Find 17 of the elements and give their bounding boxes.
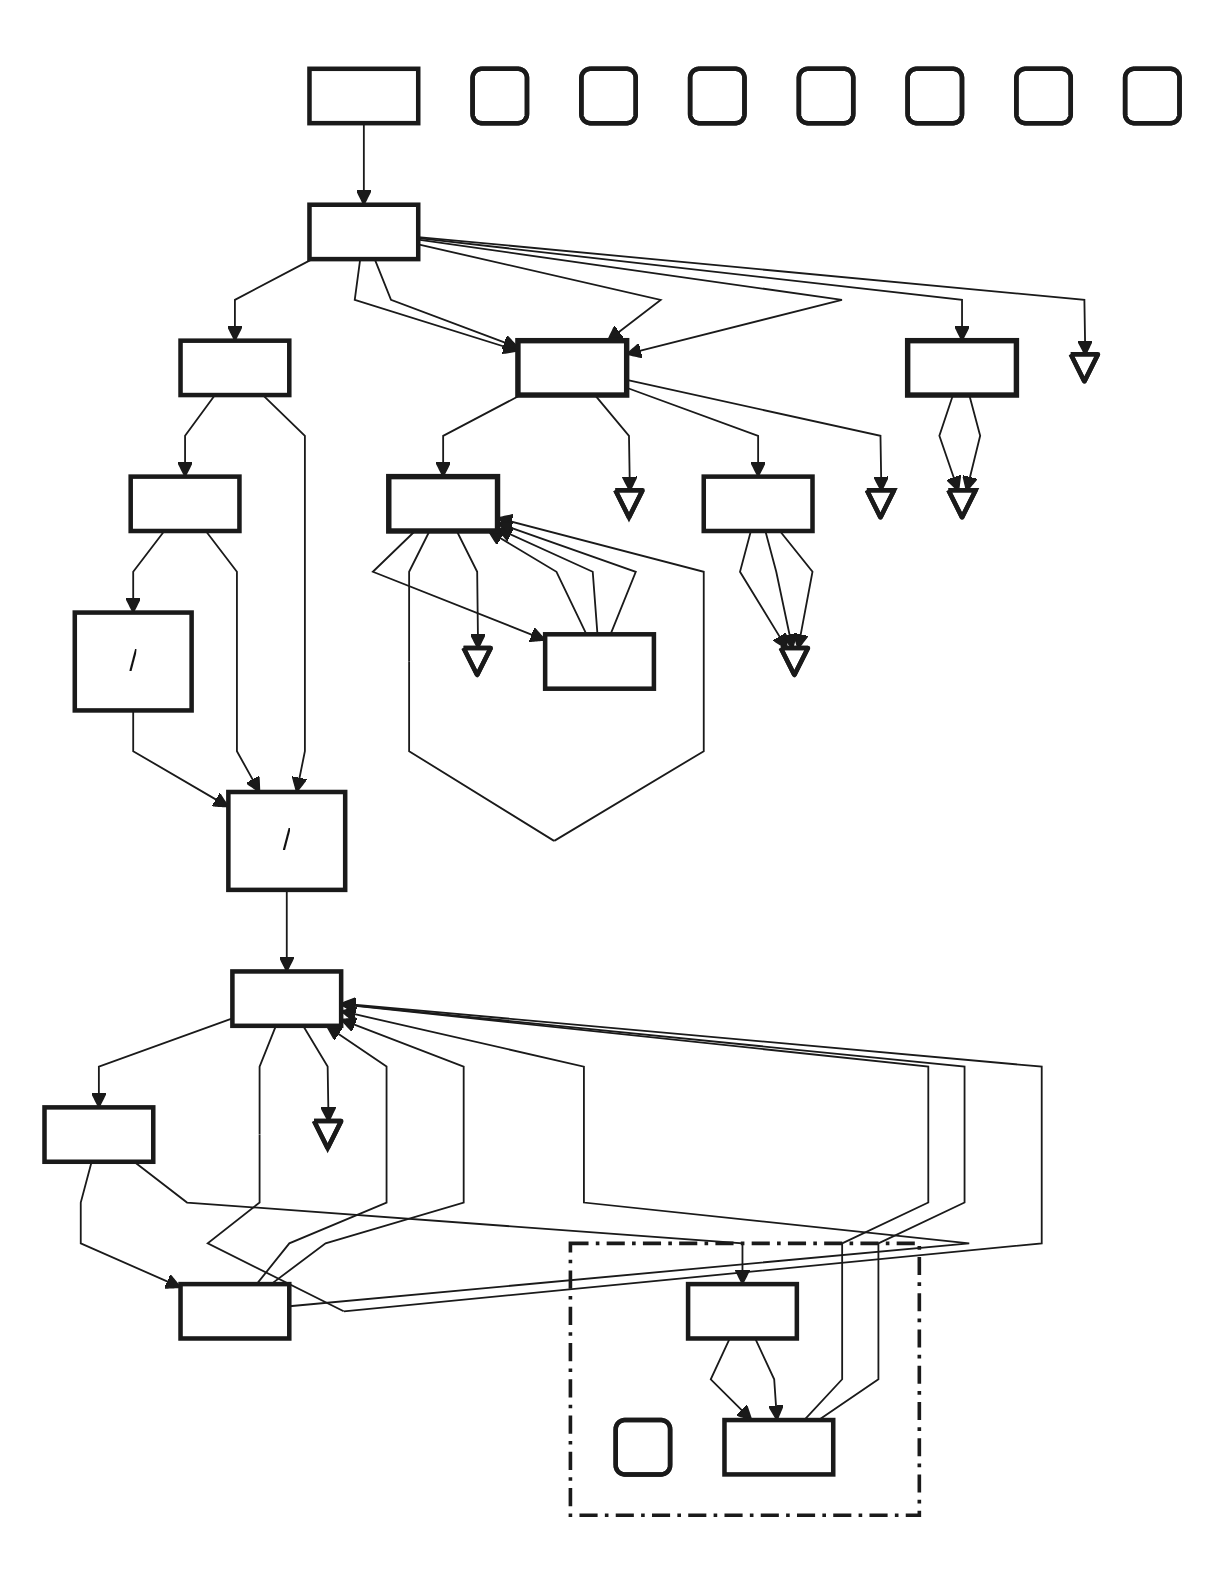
node-box (178, 338, 292, 398)
node-box (386, 473, 501, 534)
node-box (178, 1281, 292, 1341)
node-box (307, 66, 421, 126)
node-box (722, 1417, 836, 1477)
node-box (230, 969, 344, 1029)
node-box: / (226, 789, 348, 893)
node-box (904, 337, 1020, 398)
node-box (307, 202, 421, 262)
node-box (128, 474, 242, 534)
cluster (568, 1241, 922, 1518)
node-box (542, 632, 657, 691)
node-box (685, 1281, 800, 1341)
node-box: / (72, 610, 194, 713)
node-box (515, 337, 630, 398)
node-box (42, 1105, 156, 1165)
node-box (701, 474, 815, 534)
